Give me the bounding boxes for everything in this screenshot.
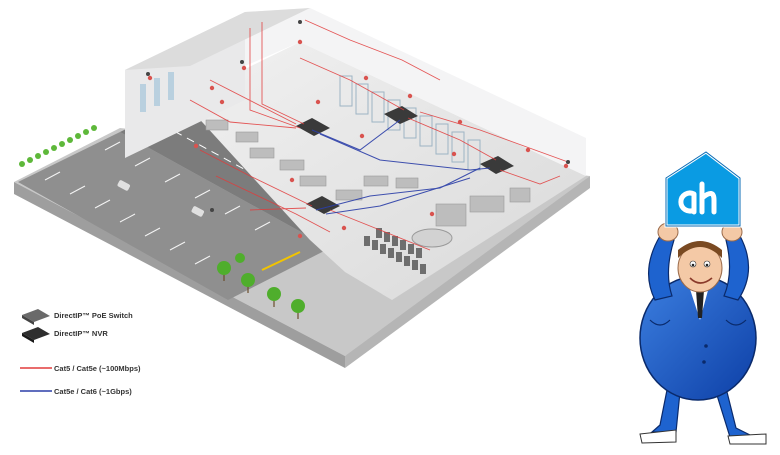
server-racks [364, 228, 426, 274]
gate-barrier [261, 251, 301, 271]
cameras [147, 39, 569, 239]
reception-desk [411, 228, 453, 248]
nvr-icon [22, 327, 50, 343]
windows [339, 75, 481, 171]
building-floor [182, 42, 586, 300]
mascot [639, 150, 767, 445]
ah-logo-icon [678, 181, 717, 215]
mascot-arm-right [723, 235, 750, 301]
legend-label-cat5: Cat5 / Cat5e (~100Mbps) [54, 363, 141, 373]
legend-label-nvr: DirectIP™ NVR [54, 328, 108, 338]
trees [217, 253, 305, 313]
switch-icon [22, 309, 50, 325]
hedge [19, 125, 97, 167]
building-illustration [14, 8, 590, 368]
interior-furniture [205, 119, 531, 227]
network-switches [296, 106, 514, 214]
ah-logo-sign [664, 150, 742, 228]
legend-symbols [20, 309, 52, 392]
mascot-arm-left [647, 235, 675, 301]
cat5-cables [189, 19, 569, 251]
back-wall-right [245, 8, 586, 176]
cat6-cables [311, 119, 491, 215]
legend-label-poe-switch: DirectIP™ PoE Switch [54, 310, 133, 320]
legend-label-cat6: Cat5e / Cat6 (~1Gbps) [54, 386, 132, 396]
car [117, 180, 131, 191]
car [191, 206, 205, 217]
parking-lot [18, 132, 330, 300]
